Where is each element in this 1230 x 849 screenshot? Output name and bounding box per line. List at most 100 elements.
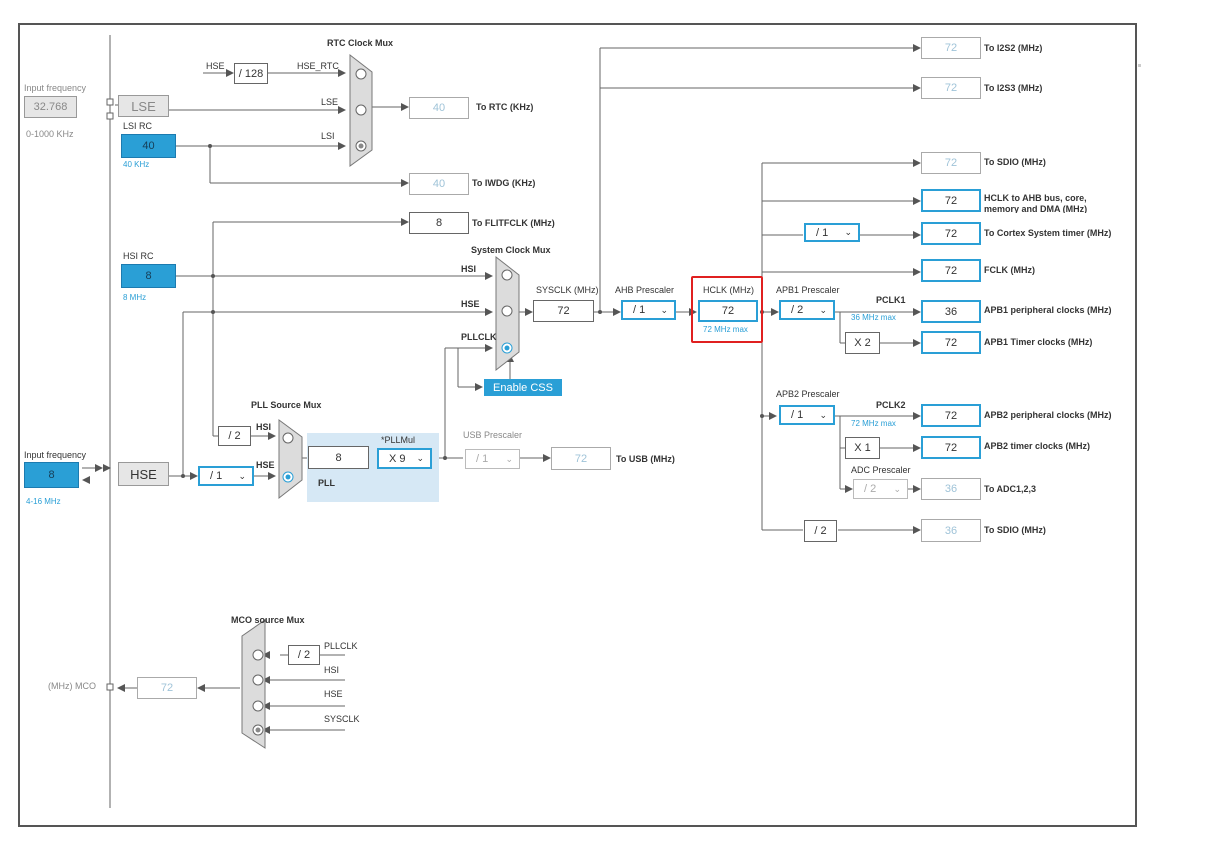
hclk-bus-label: HCLK to AHB bus, core, memory and DMA (M… bbox=[984, 193, 1088, 213]
hclk-label: HCLK (MHz) bbox=[703, 285, 754, 295]
usb-output: 72 bbox=[551, 447, 611, 470]
adc-prescaler-value: / 2 bbox=[864, 483, 877, 495]
apb2-prescaler-title: APB2 Prescaler bbox=[776, 389, 840, 399]
pll-hsi-label: HSI bbox=[256, 422, 272, 432]
pclk2-max: 72 MHz max bbox=[851, 419, 896, 428]
hse-block[interactable]: HSE bbox=[118, 462, 169, 486]
lse-block[interactable]: LSE bbox=[118, 95, 169, 117]
cortex-output: 72 bbox=[921, 222, 981, 245]
hsi-rc-value[interactable]: 8 bbox=[121, 264, 176, 288]
adc-output: 36 bbox=[921, 478, 981, 500]
hse-input-label: Input frequency bbox=[24, 450, 87, 460]
hsi-div2[interactable]: / 2 bbox=[218, 426, 251, 446]
apb1-prescaler-select[interactable]: / 2⌄ bbox=[779, 300, 835, 320]
system-mux-title: System Clock Mux bbox=[471, 245, 551, 255]
ahb-prescaler-title: AHB Prescaler bbox=[615, 285, 675, 295]
hse-prediv-value: / 1 bbox=[210, 470, 223, 482]
hse-input-field[interactable]: 8 bbox=[24, 462, 79, 488]
usb-output-label: To USB (MHz) bbox=[616, 454, 675, 464]
apb2-prescaler-select[interactable]: / 1⌄ bbox=[779, 405, 835, 425]
mco-hsi-label: HSI bbox=[324, 665, 340, 675]
hclk-highlight bbox=[691, 276, 763, 343]
lse-input-field[interactable]: 32.768 bbox=[24, 96, 77, 118]
chevron-down-icon: ⌄ bbox=[505, 453, 513, 464]
fclk-output: 72 bbox=[921, 259, 981, 282]
apb1-periph-output: 36 bbox=[921, 300, 981, 323]
usb-prescaler-title: USB Prescaler bbox=[463, 430, 523, 440]
sdio2-output: 36 bbox=[921, 519, 981, 542]
pll-source-mux-title: PLL Source Mux bbox=[251, 400, 322, 410]
pclk1-label: PCLK1 bbox=[876, 295, 906, 305]
usb-prescaler-value: / 1 bbox=[476, 453, 489, 465]
i2s2-label: To I2S2 (MHz) bbox=[984, 43, 1043, 53]
lse-input-label: Input frequency bbox=[24, 83, 87, 93]
flitfclk-output-label: To FLITFCLK (MHz) bbox=[472, 218, 555, 228]
pll-source-mux-shape bbox=[278, 419, 303, 500]
pllmul-value: X 9 bbox=[389, 452, 406, 465]
sysmux-hsi-label: HSI bbox=[461, 264, 477, 274]
pclk2-label: PCLK2 bbox=[876, 400, 906, 410]
pllmul-label: *PLLMul bbox=[381, 435, 416, 445]
rtc-lsi-label: LSI bbox=[321, 131, 335, 141]
i2s3-label: To I2S3 (MHz) bbox=[984, 83, 1043, 93]
rtc-hse-label: HSE bbox=[206, 61, 225, 71]
apb1-prescaler-title: APB1 Prescaler bbox=[776, 285, 840, 295]
mco-pll-div2[interactable]: / 2 bbox=[288, 645, 320, 665]
sdio2-div[interactable]: / 2 bbox=[804, 520, 837, 542]
hsi-rc-label: HSI RC bbox=[123, 251, 154, 261]
sysmux-hse-label: HSE bbox=[461, 299, 480, 309]
hclk-input[interactable]: 72 bbox=[698, 300, 758, 322]
cortex-label: To Cortex System timer (MHz) bbox=[984, 228, 1112, 238]
usb-prescaler-select[interactable]: / 1 ⌄ bbox=[465, 449, 520, 469]
lsi-rc-value[interactable]: 40 bbox=[121, 134, 176, 158]
hse-rtc-label: HSE_RTC bbox=[297, 61, 339, 71]
flitfclk-output: 8 bbox=[409, 212, 469, 234]
sysmux-pllclk-label: PLLCLK bbox=[461, 332, 497, 342]
chevron-down-icon: ⌄ bbox=[844, 227, 852, 237]
chevron-down-icon: ⌄ bbox=[238, 470, 246, 481]
fclk-label: FCLK (MHz) bbox=[984, 265, 1035, 275]
enable-css-button[interactable]: Enable CSS bbox=[484, 379, 562, 396]
chevron-down-icon: ⌄ bbox=[416, 453, 424, 463]
hsi-freq: 8 MHz bbox=[123, 293, 147, 302]
apb2-periph-label: APB2 peripheral clocks (MHz) bbox=[984, 410, 1112, 420]
apb2-prescaler-value: / 1 bbox=[791, 409, 804, 421]
scrollbar-marker bbox=[1138, 64, 1141, 67]
adc-prescaler-title: ADC Prescaler bbox=[851, 465, 911, 475]
sdio-label: To SDIO (MHz) bbox=[984, 157, 1046, 167]
pll-input-value: 8 bbox=[308, 446, 369, 469]
ahb-prescaler-select[interactable]: / 1⌄ bbox=[621, 300, 676, 320]
apb1-timer-mul: X 2 bbox=[845, 332, 880, 354]
pll-label: PLL bbox=[318, 478, 335, 488]
rtc-mux-title: RTC Clock Mux bbox=[327, 38, 394, 48]
adc-prescaler-select[interactable]: / 2 ⌄ bbox=[853, 479, 908, 499]
lse-range: 0-1000 KHz bbox=[26, 129, 74, 139]
pllmul-select[interactable]: X 9 ⌄ bbox=[377, 448, 432, 469]
mco-pllclk-label: PLLCLK bbox=[324, 641, 358, 651]
mco-hse-label: HSE bbox=[324, 689, 343, 699]
cortex-prescaler-value: / 1 bbox=[816, 226, 829, 239]
rtc-lse-label: LSE bbox=[321, 97, 339, 107]
sysclk-value: 72 bbox=[533, 300, 594, 322]
ahb-prescaler-value: / 1 bbox=[633, 304, 646, 316]
hse-prediv-select[interactable]: / 1 ⌄ bbox=[198, 466, 254, 486]
hse-div128[interactable]: / 128 bbox=[234, 63, 268, 84]
sdio2-label: To SDIO (MHz) bbox=[984, 525, 1046, 535]
diagram-frame bbox=[18, 23, 1137, 827]
mco-mux-title: MCO source Mux bbox=[231, 615, 305, 625]
apb2-periph-output: 72 bbox=[921, 404, 981, 427]
mco-label: (MHz) MCO bbox=[48, 681, 96, 691]
chevron-down-icon: ⌄ bbox=[893, 483, 901, 494]
apb2-timer-label: APB2 timer clocks (MHz) bbox=[984, 441, 1091, 451]
adc-label: To ADC1,2,3 bbox=[984, 484, 1037, 494]
iwdg-output: 40 bbox=[409, 173, 469, 195]
i2s3-output: 72 bbox=[921, 77, 981, 99]
apb1-timer-label: APB1 Timer clocks (MHz) bbox=[984, 337, 1093, 347]
apb1-prescaler-value: / 2 bbox=[791, 304, 804, 316]
lsi-rc-label: LSI RC bbox=[123, 121, 153, 131]
cortex-prescaler-select[interactable]: / 1 ⌄ bbox=[804, 223, 860, 242]
sysclk-label: SYSCLK (MHz) bbox=[536, 285, 599, 295]
i2s2-output: 72 bbox=[921, 37, 981, 59]
